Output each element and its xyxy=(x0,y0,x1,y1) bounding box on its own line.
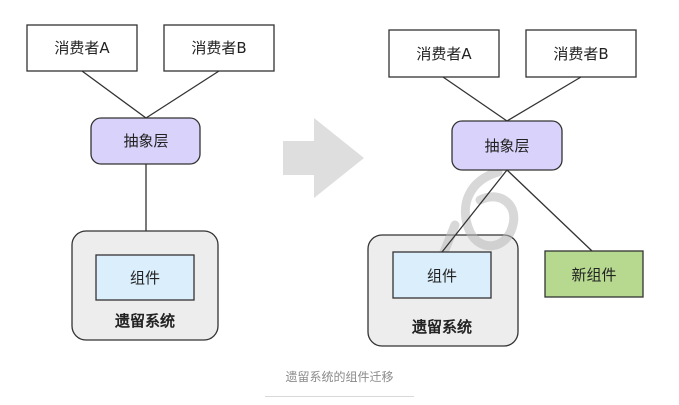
caption-container: 遗留系统的组件迁移 xyxy=(0,366,679,385)
consumer-a-box-right xyxy=(388,29,500,78)
legacy-system-label-right: 遗留系统 xyxy=(411,318,472,336)
caption-underline xyxy=(265,396,414,397)
abstraction-layer-label-left: 抽象层 xyxy=(123,132,168,150)
consumer-b-box-left xyxy=(163,24,275,72)
connector-consumer-b-to-abstraction-left xyxy=(145,70,220,119)
connector-consumer-a-to-abstraction-right xyxy=(442,76,508,122)
component-label-left: 组件 xyxy=(130,269,160,287)
figure-caption: 遗留系统的组件迁移 xyxy=(285,370,394,384)
consumer-a-label-right: 消费者A xyxy=(416,45,472,63)
abstraction-layer-box-right xyxy=(451,120,563,171)
connector-consumer-b-to-abstraction-right xyxy=(506,76,582,122)
connector-abstraction-to-component-right xyxy=(441,169,508,253)
connector-abstraction-to-new-component xyxy=(506,169,593,252)
consumer-b-box-right xyxy=(525,29,637,78)
component-box-left xyxy=(95,254,195,301)
abstraction-layer-label-right: 抽象层 xyxy=(484,137,529,155)
component-box-right xyxy=(392,251,492,299)
component-label-right: 组件 xyxy=(427,267,457,285)
consumer-a-label-left: 消费者A xyxy=(54,39,110,57)
legacy-system-label-left: 遗留系统 xyxy=(114,312,175,330)
transition-arrow-icon xyxy=(283,118,364,198)
consumer-a-box-left xyxy=(26,24,138,72)
consumer-b-label-left: 消费者B xyxy=(191,39,246,57)
new-component-label: 新组件 xyxy=(571,266,616,284)
connector-consumer-a-to-abstraction-left xyxy=(81,70,147,119)
abstraction-layer-box-left xyxy=(90,117,201,165)
new-component-box xyxy=(544,250,644,298)
consumer-b-label-right: 消费者B xyxy=(553,45,608,63)
